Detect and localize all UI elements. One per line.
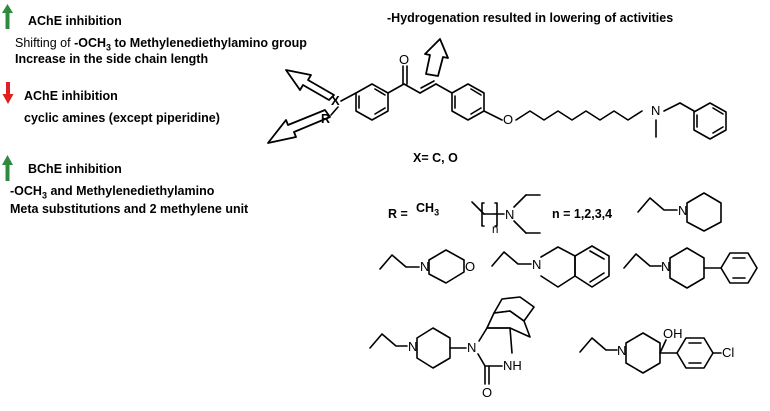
hydroxy-oh-label: OH (663, 326, 683, 341)
tetrahydroisoquinoline-fragment (491, 245, 610, 288)
bche-up-line1: -OCH3 and Methylenediethylamino (10, 184, 215, 201)
bche-up-heading: BChE inhibition (28, 162, 122, 176)
methyl-label: CH3 (416, 201, 440, 218)
chain-n-label: N (505, 207, 515, 222)
piperidine-n-label: N (678, 203, 688, 218)
chain-index-label: n (492, 224, 499, 236)
bche-up-line2: Meta substitutions and 2 methylene unit (10, 202, 249, 216)
ache-up-line2: Increase in the side chain length (15, 52, 209, 66)
phenylpiperidine-fragment (623, 247, 758, 289)
r-atom-label: R (321, 112, 331, 126)
phenylpiperidine-n-label: N (661, 259, 671, 274)
carbonyl-oxygen-label: O (399, 52, 410, 67)
n-range-label: n = 1,2,3,4 (552, 207, 613, 221)
hollow-arrow-upleft-icon (285, 69, 335, 101)
benzimidazolone-fragment (369, 296, 535, 385)
ache-down-line1: cyclic amines (except piperidine) (24, 111, 220, 125)
main-scaffold (330, 65, 727, 140)
benzimidazolone-n-label: N (467, 340, 477, 355)
hydroxy-chlorophenyl-piperidine-fragment (579, 332, 722, 374)
x-definition: X= C, O (413, 151, 458, 165)
ether-oxygen-label: O (503, 112, 514, 127)
amine-nitrogen-label: N (651, 103, 661, 118)
ache-up-heading: AChE inhibition (28, 14, 122, 28)
hydroxy-piperidine-n-label: N (617, 343, 627, 358)
r-equals-label: R = (388, 207, 408, 221)
benzimidazolone-nh-label: NH (503, 358, 522, 373)
green-up-arrow-icon (2, 155, 13, 181)
morpholine-fragment (379, 249, 465, 284)
thiq-n-label: N (532, 257, 542, 272)
chloro-label: Cl (722, 345, 735, 360)
hydrogenation-note: -Hydrogenation resulted in lowering of a… (387, 11, 674, 25)
ache-down-heading: AChE inhibition (24, 89, 118, 103)
benzimidazolone-piperidine-n-label: N (408, 339, 418, 354)
x-atom-label: X (331, 93, 340, 108)
diethylamino-chain-fragment (471, 194, 541, 234)
piperidine-fragment (637, 192, 722, 232)
ache-up-line1: Shifting of -OCH3 to Methylenediethylami… (15, 36, 307, 53)
hollow-arrow-downleft-icon (267, 109, 331, 144)
morpholine-n-label: N (420, 259, 430, 274)
morpholine-o-label: O (465, 259, 476, 274)
benzimidazolone-o-label: O (482, 385, 493, 400)
hollow-arrow-up-icon (424, 38, 449, 77)
red-down-arrow-icon (2, 82, 14, 104)
green-up-arrow-icon (2, 4, 13, 29)
